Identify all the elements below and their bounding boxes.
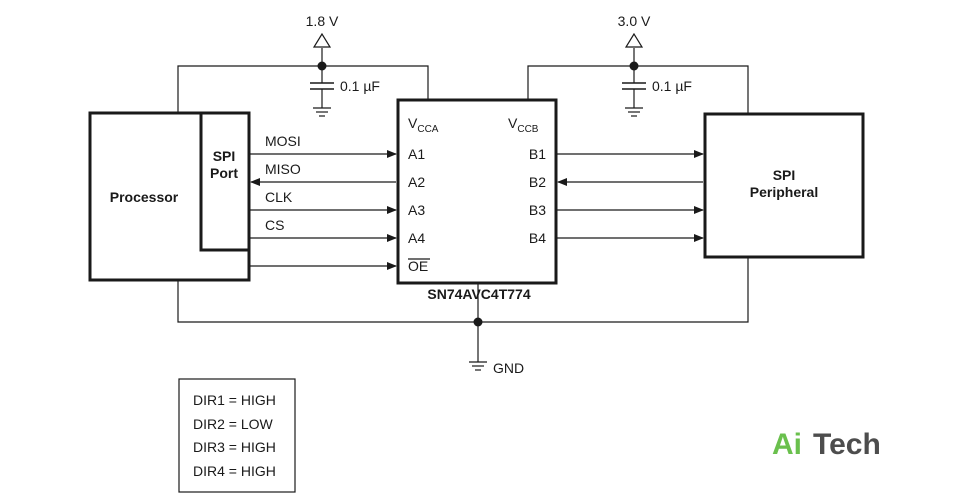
vccb-pin-label: VCCB [508,115,539,135]
b-side-signal-lines [556,150,704,242]
vccb-supply-net [527,48,749,114]
pin-b4-label: B4 [529,230,546,246]
watermark-tech: Tech [813,428,881,461]
pin-b3-label: B3 [529,202,546,218]
dir-settings-box [178,378,296,493]
dir2-setting: DIR2 = LOW [193,416,274,432]
pin-b2-label: B2 [529,174,546,190]
gnd-label: GND [493,360,524,376]
capacitor-a-label: 0.1 µF [340,78,380,94]
a-side-signal-lines [249,150,397,270]
pin-b1-label: B1 [529,146,546,162]
part-number-label: SN74AVC4T774 [427,286,530,302]
ground-b-symbol [625,107,643,117]
signal-cs-label: CS [265,217,284,233]
dir1-setting: DIR1 = HIGH [193,392,276,408]
pin-a2-label: A2 [408,174,425,190]
processor-label: Processor [110,189,179,205]
signal-miso-label: MISO [265,161,301,177]
capacitor-a-symbol [310,82,334,90]
pin-a1-label: A1 [408,146,425,162]
vcca-supply-net [177,48,429,113]
vccb-voltage-label: 3.0 V [618,13,651,29]
spi-port-label-line2: Port [210,165,238,181]
vccb-arrow-symbol [624,32,644,48]
aitech-watermark-logo: Ai Tech [772,428,881,461]
vcca-pin-label: VCCA [408,115,439,135]
level-shifter-ic [396,98,558,285]
vcca-junction-dot [317,61,327,71]
ground-a-symbol [313,107,331,117]
ground-main-symbol [469,361,487,371]
vcca-arrow-symbol [312,32,332,48]
spi-peripheral-block [703,112,865,259]
dir3-setting: DIR3 = HIGH [193,439,276,455]
vcca-voltage-label: 1.8 V [306,13,339,29]
capacitor-b-symbol [622,82,646,90]
peripheral-label-line2: Peripheral [750,184,818,200]
spi-port-block [199,111,251,252]
ground-net [177,258,749,362]
pin-oe-label: OE [408,258,428,274]
pin-a4-label: A4 [408,230,425,246]
dir4-setting: DIR4 = HIGH [193,463,276,479]
peripheral-label-line1: SPI [773,167,796,183]
pin-a3-label: A3 [408,202,425,218]
signal-clk-label: CLK [265,189,293,205]
spi-port-label-line1: SPI [213,148,236,164]
watermark-ai: Ai [772,428,802,461]
ground-junction-dot [473,317,483,327]
capacitor-b-label: 0.1 µF [652,78,692,94]
vccb-junction-dot [629,61,639,71]
signal-mosi-label: MOSI [265,133,301,149]
